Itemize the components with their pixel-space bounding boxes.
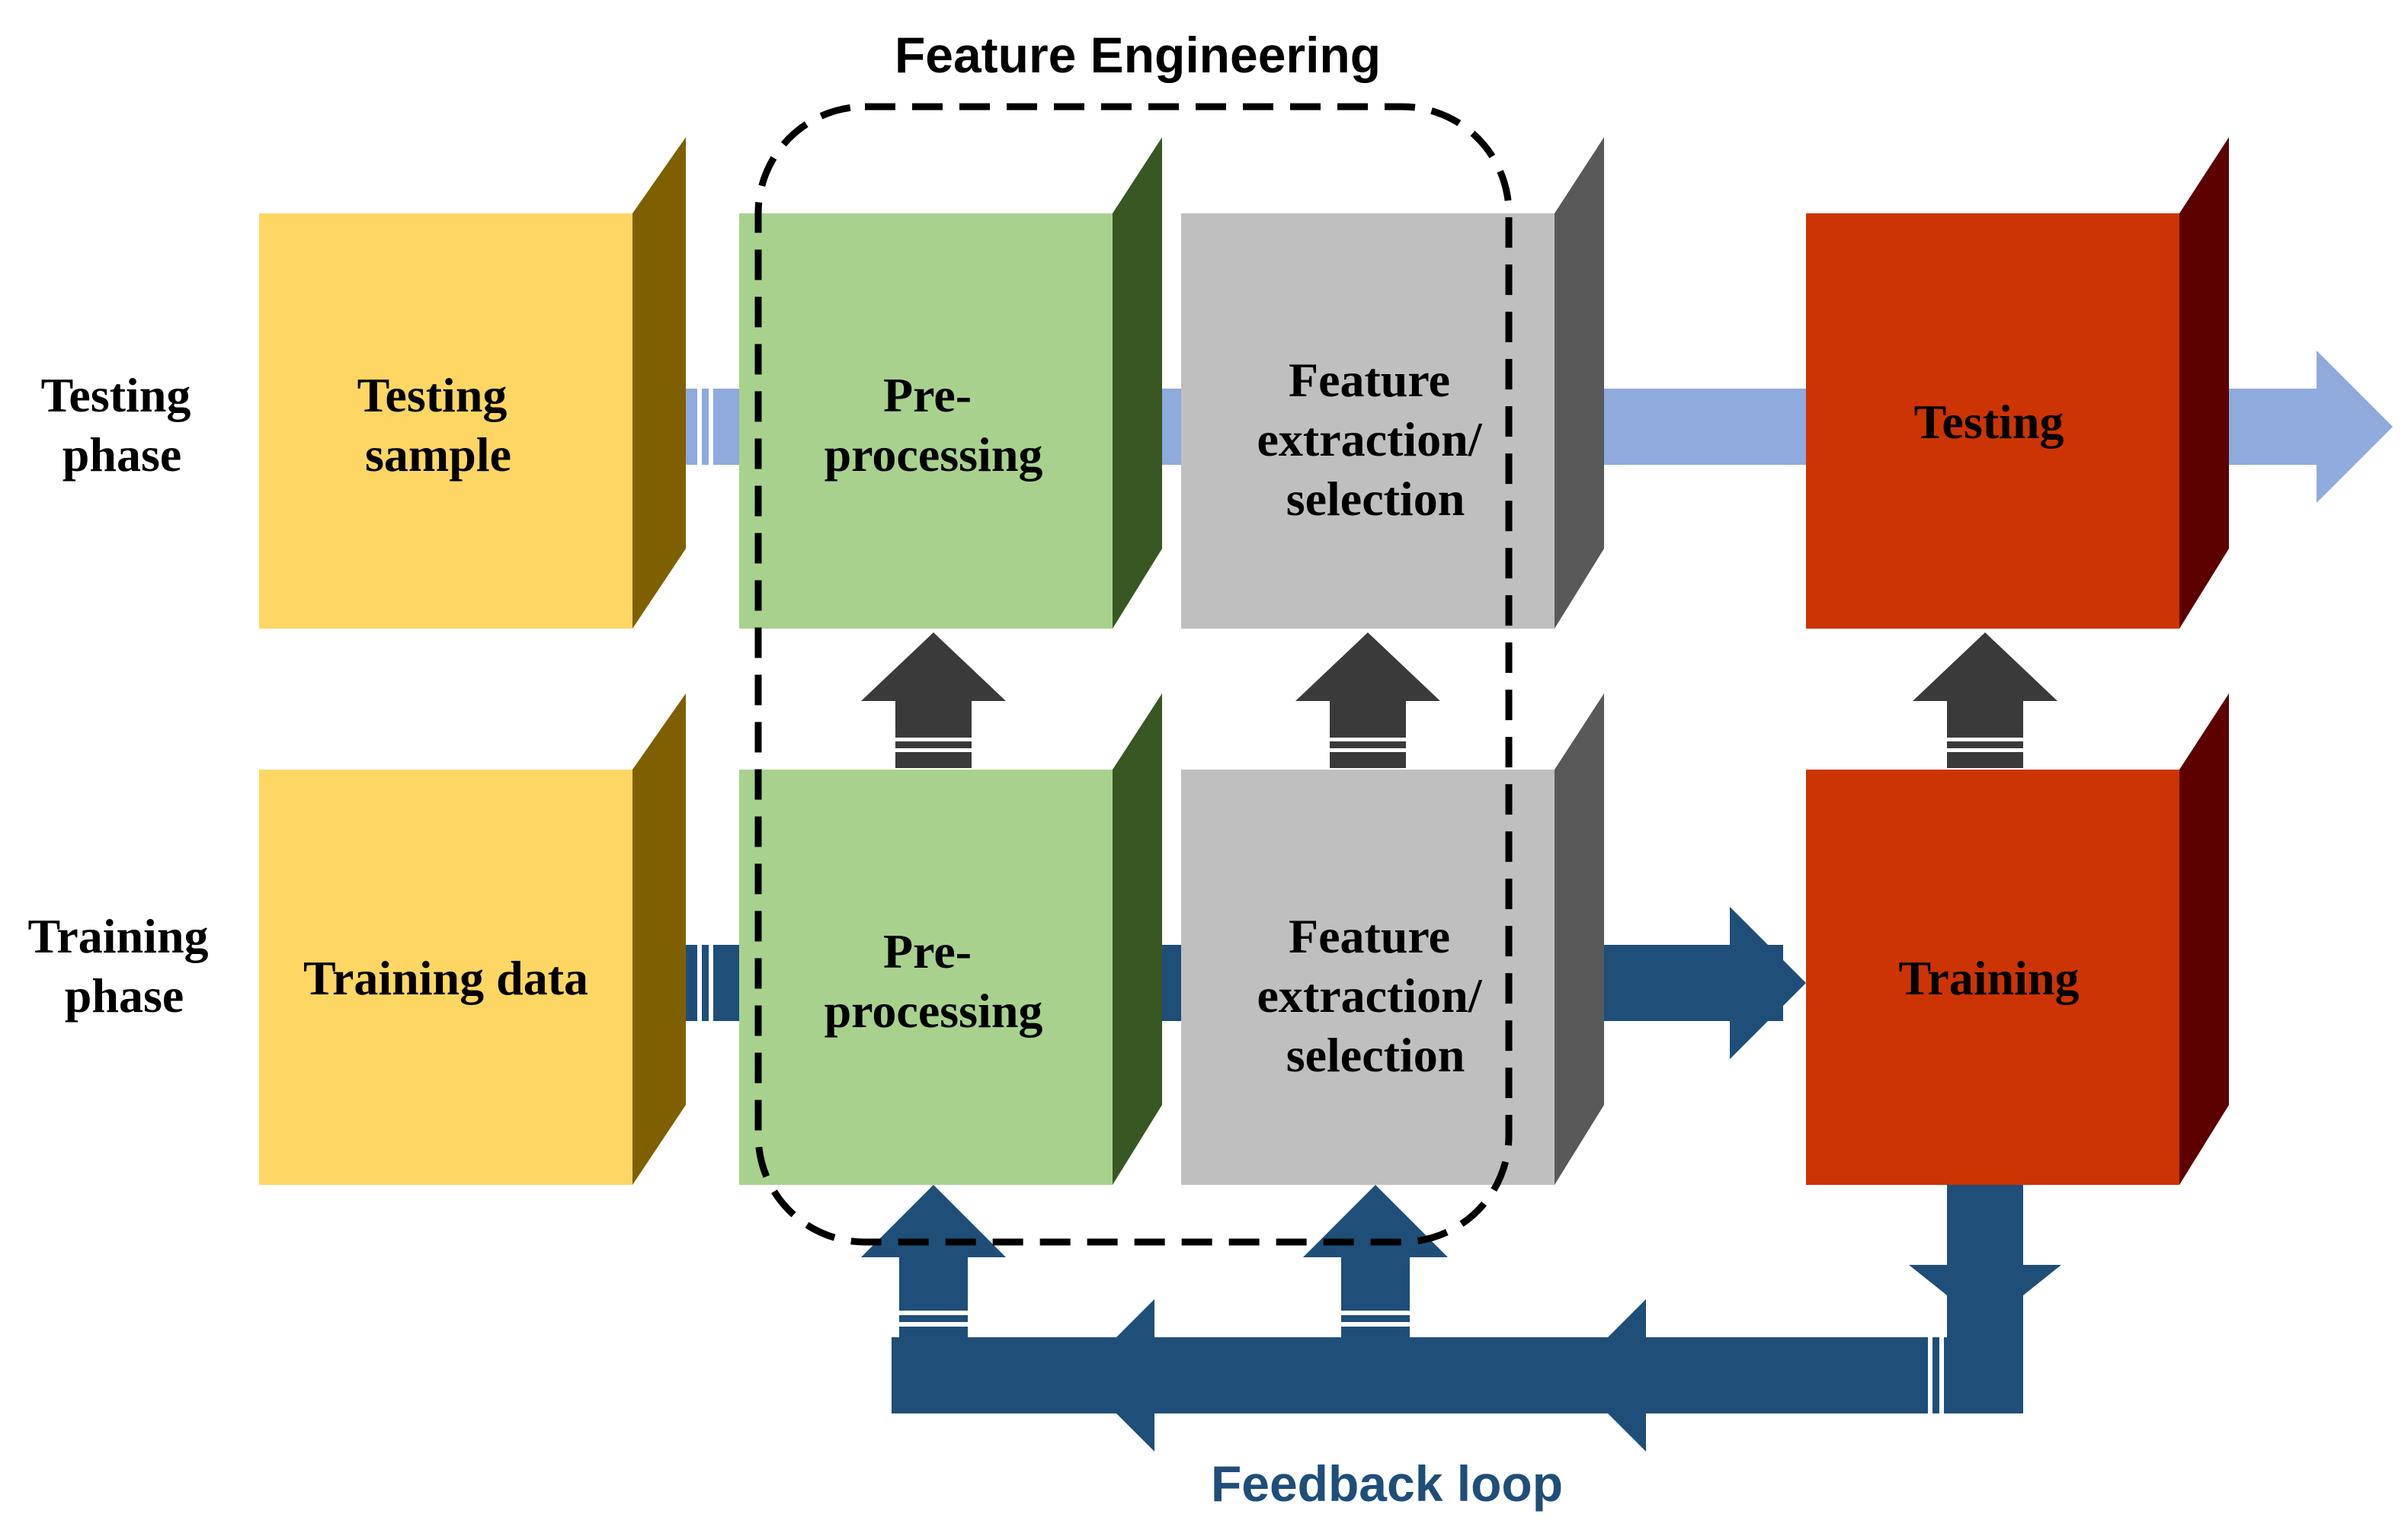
up-arrow-feature — [1295, 632, 1440, 768]
feedback-loop-label: Feedback loop — [1211, 1455, 1563, 1512]
training-flow-stripe — [709, 941, 713, 1025]
testing-flow-stripe — [709, 385, 713, 469]
training-phase-line: phase — [65, 968, 184, 1023]
training-feature-box: Feature extraction/ selection — [1181, 693, 1604, 1185]
feedback-bar-stripe — [1939, 1333, 1944, 1417]
training-preprocess-line: processing — [825, 984, 1043, 1038]
testing-flow-stripe — [697, 385, 702, 469]
feedback-horizontal-bar — [892, 1337, 2023, 1413]
training-phase-label: Training phase — [27, 909, 220, 1023]
feedback-loop-arrows — [861, 1185, 2061, 1452]
testing-preprocess-line: Pre- — [883, 368, 972, 422]
testing-preprocessing-box: Pre- processing — [739, 137, 1162, 629]
svg-text:Testing: Testing — [1914, 395, 2064, 449]
feedback-left-arrowhead — [1570, 1299, 1646, 1452]
svg-text:Feature extraction/: Feature extraction/ selection — [1257, 909, 1494, 1082]
testing-model-line: Testing — [1914, 395, 2064, 449]
testing-phase-line: Testing — [41, 368, 191, 422]
training-flow-stripe — [697, 941, 702, 1025]
testing-phase-label: Testing phase — [41, 368, 203, 482]
feedback-up-arrowhead-preprocess — [861, 1185, 1006, 1257]
up-arrow-preprocess — [861, 632, 1006, 768]
testing-sample-box: Testing sample — [259, 137, 686, 629]
testing-model-box: Testing — [1806, 137, 2229, 629]
svg-text:Pre- processing: Pre- processing — [825, 924, 1043, 1038]
training-to-model-arrowhead — [1730, 907, 1806, 1059]
feedback-up-arrowhead-feature — [1303, 1185, 1448, 1257]
training-feature-line: extraction/ — [1257, 968, 1483, 1023]
feedback-stripe — [895, 1311, 972, 1315]
feedback-stripe — [1337, 1322, 1414, 1327]
svg-text:Training: Training — [1898, 951, 2079, 1005]
training-model-box: Training — [1806, 693, 2229, 1185]
testing-feature-line: selection — [1286, 472, 1465, 526]
feature-engineering-title: Feature Engineering — [895, 27, 1381, 83]
svg-text:Testing sample: Testing sample — [357, 368, 520, 482]
testing-sample-line: sample — [365, 427, 511, 482]
training-preprocess-line: Pre- — [883, 924, 972, 978]
up-arrow-model — [1913, 632, 2057, 768]
feedback-stripe — [895, 1322, 972, 1327]
testing-sample-line: Testing — [357, 368, 508, 422]
testing-phase-line: phase — [62, 427, 182, 482]
training-data-box: Training data — [259, 693, 686, 1185]
feedback-down-arrowhead — [1909, 1265, 2061, 1326]
training-model-line: Training — [1898, 951, 2079, 1005]
svg-text:Feature extraction/: Feature extraction/ selection — [1257, 353, 1494, 526]
training-feature-line: Feature — [1289, 909, 1450, 963]
svg-text:Training data: Training data — [303, 951, 588, 1005]
feedback-stripe — [1337, 1311, 1414, 1315]
svg-text:Pre- processing: Pre- processing — [825, 368, 1043, 482]
testing-feature-line: extraction/ — [1257, 412, 1483, 466]
feedback-bar-stripe — [1928, 1333, 1932, 1417]
training-data-line: Training data — [303, 951, 588, 1005]
training-phase-line: Training — [27, 909, 208, 963]
testing-output-arrowhead — [2317, 351, 2393, 503]
feedback-up-shaft-feature — [1341, 1250, 1410, 1349]
testing-preprocess-line: processing — [825, 427, 1043, 482]
feedback-left-arrowhead — [1078, 1299, 1154, 1452]
feedback-up-shaft-preprocess — [899, 1250, 968, 1349]
training-preprocessing-box: Pre- processing — [739, 693, 1162, 1185]
testing-feature-box: Feature extraction/ selection — [1181, 137, 1604, 629]
training-to-testing-up-arrows — [861, 632, 2057, 768]
testing-feature-line: Feature — [1289, 353, 1450, 407]
training-feature-line: selection — [1286, 1028, 1465, 1082]
